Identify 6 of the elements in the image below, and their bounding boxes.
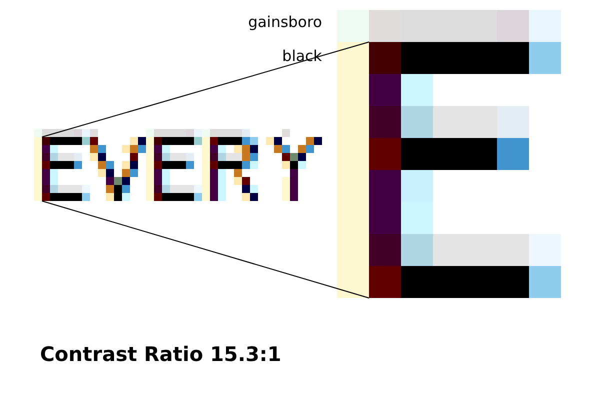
row-color-label: gainsboro: [248, 13, 322, 31]
contrast-ratio-caption: Contrast Ratio 15.3:1: [40, 342, 282, 366]
row-color-label: black: [282, 47, 322, 65]
zoom-line: [42, 42, 370, 138]
magnified-pixel-letter-drawing: [337, 10, 561, 298]
zoom-line: [42, 200, 370, 298]
